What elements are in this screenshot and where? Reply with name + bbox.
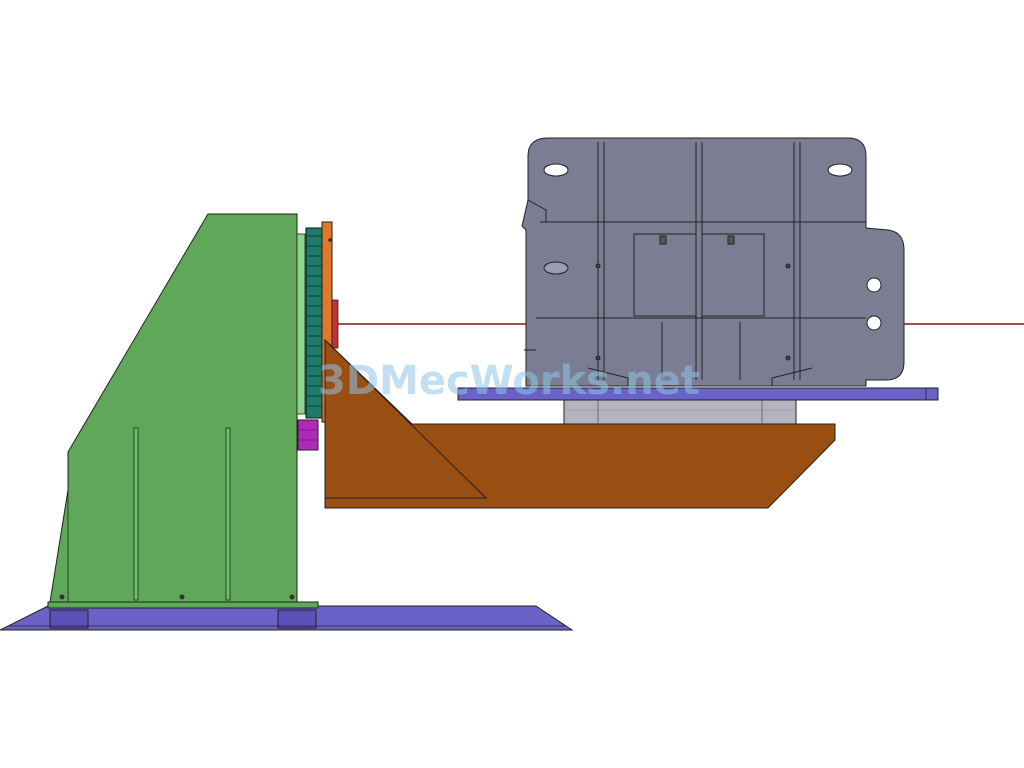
drive-pinion [297, 419, 319, 451]
work-table [457, 387, 939, 401]
support-column [49, 213, 306, 603]
turntable-hub [563, 397, 797, 425]
slewing-gear [305, 227, 323, 419]
workpiece-housing [521, 137, 905, 387]
base-plate [0, 601, 574, 631]
